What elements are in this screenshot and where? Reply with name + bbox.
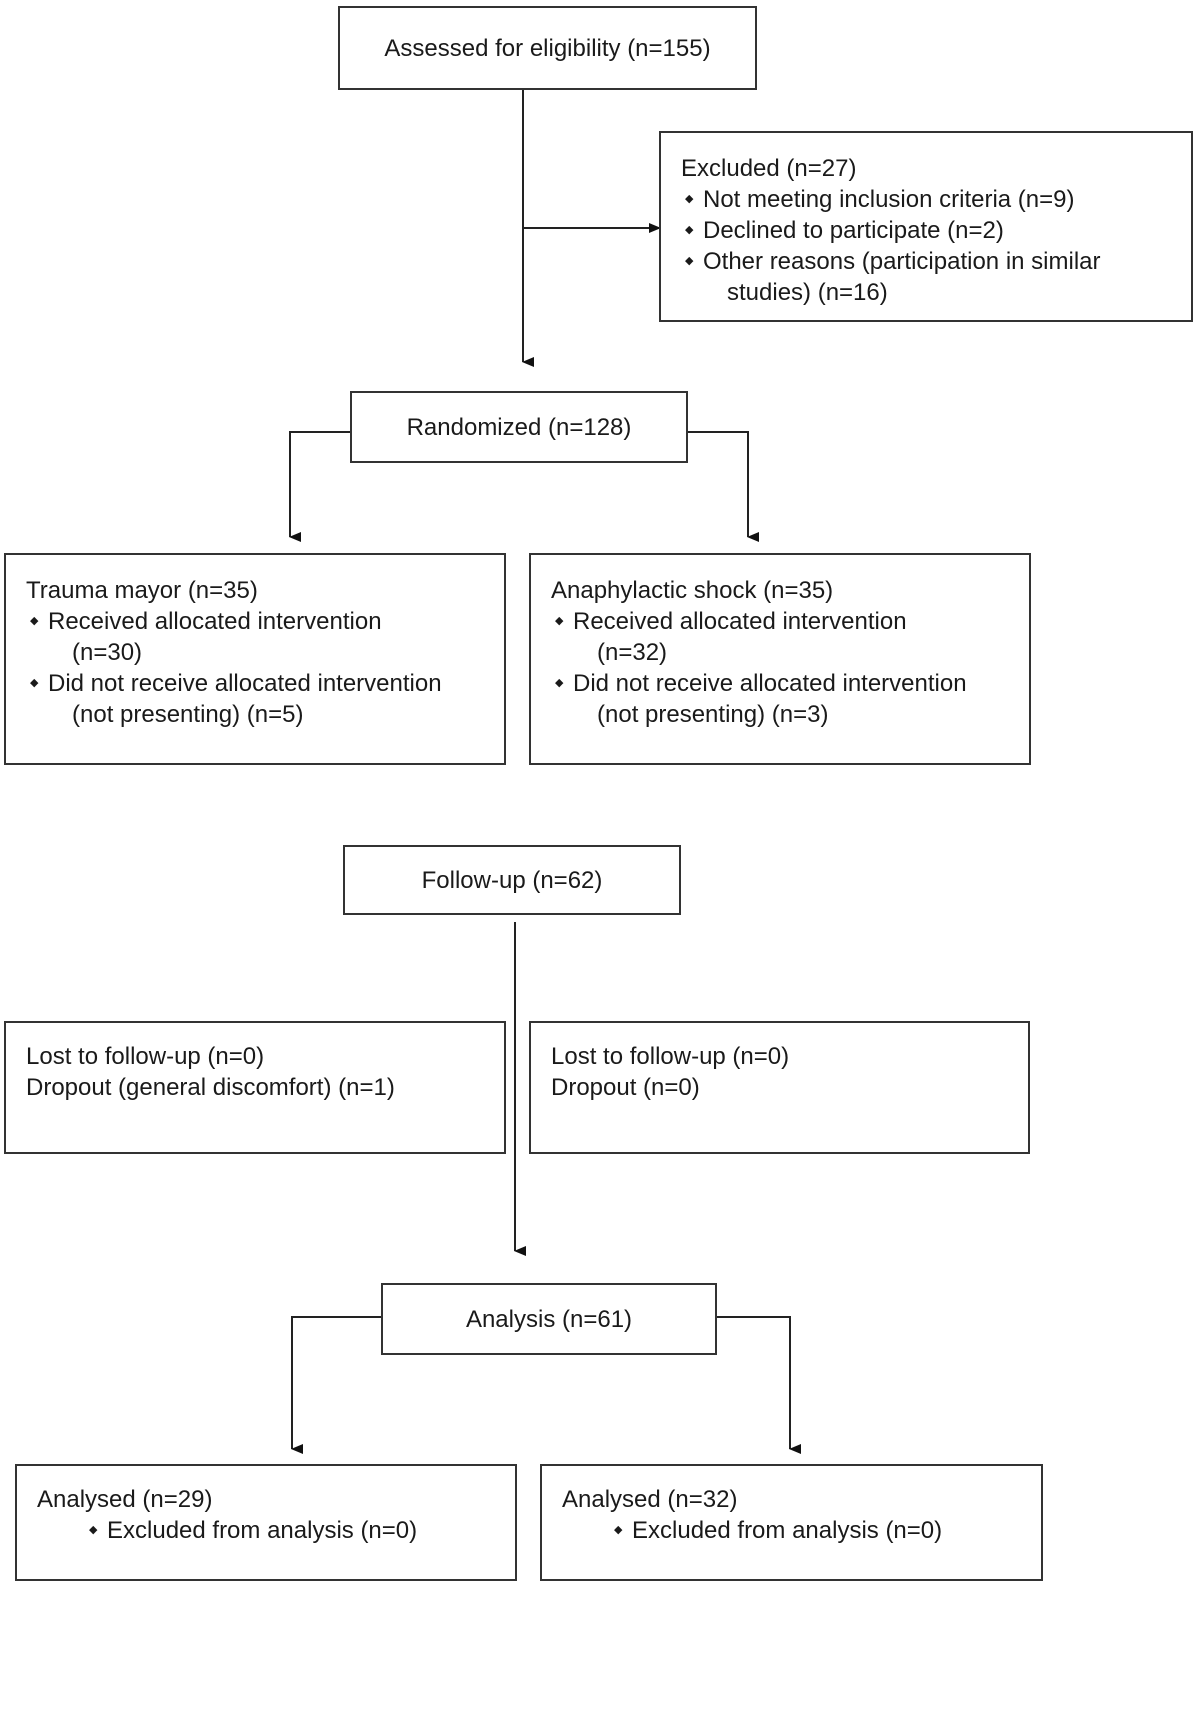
analysed-right-title: Analysed (n=32): [562, 1486, 738, 1513]
analysis-label: Analysis (n=61): [465, 1305, 633, 1333]
arm-right-box: Anaphylactic shock (n=35) Received alloc…: [529, 553, 1031, 765]
analysed-right-item: Excluded from analysis (n=0): [610, 1515, 1021, 1546]
lost-left-line1: Lost to follow-up (n=0): [26, 1043, 265, 1070]
arm-right-title: Anaphylactic shock (n=35): [551, 577, 834, 604]
lost-left-box: Lost to follow-up (n=0) Dropout (general…: [4, 1021, 506, 1154]
arm-right-not-received-n: (not presenting) (n=3): [597, 701, 829, 728]
excluded-title: Excluded (n=27): [681, 155, 857, 182]
lost-left-line2: Dropout (general discomfort) (n=1): [26, 1074, 395, 1101]
arm-right-received-n: (n=32): [597, 639, 668, 666]
arm-left-not-received-n: (not presenting) (n=5): [72, 701, 304, 728]
excluded-box: Excluded (n=27) Not meeting inclusion cr…: [659, 131, 1193, 322]
arm-left-box: Trauma mayor (n=35) Received allocated i…: [4, 553, 506, 765]
randomized-label: Randomized (n=128): [406, 413, 632, 441]
assessed-label: Assessed for eligibility (n=155): [384, 34, 711, 62]
followup-label: Follow-up (n=62): [421, 866, 603, 894]
lost-right-line2: Dropout (n=0): [551, 1074, 700, 1101]
arm-right-not-received: Did not receive allocated intervention: [551, 668, 1009, 699]
analysed-left-item: Excluded from analysis (n=0): [85, 1515, 495, 1546]
followup-box: Follow-up (n=62): [343, 845, 681, 915]
arm-left-received: Received allocated intervention: [26, 606, 484, 637]
excluded-item-other: Other reasons (participation in similar: [681, 246, 1171, 277]
arm-left-not-received: Did not receive allocated intervention: [26, 668, 484, 699]
randomized-box: Randomized (n=128): [350, 391, 688, 463]
arm-right-received: Received allocated intervention: [551, 606, 1009, 637]
excluded-item-other-cont: studies) (n=16): [727, 279, 888, 306]
analysis-box: Analysis (n=61): [381, 1283, 717, 1355]
lost-right-box: Lost to follow-up (n=0) Dropout (n=0): [529, 1021, 1030, 1154]
lost-right-line1: Lost to follow-up (n=0): [551, 1043, 790, 1070]
arm-left-received-n: (n=30): [72, 639, 143, 666]
assessed-box: Assessed for eligibility (n=155): [338, 6, 757, 90]
analysed-left-box: Analysed (n=29) Excluded from analysis (…: [15, 1464, 517, 1581]
connector-randomized-right: [688, 431, 759, 542]
connector-randomized-left: [289, 431, 350, 542]
connector-analysis-left: [291, 1316, 381, 1454]
connector-analysis-right: [717, 1316, 801, 1454]
excluded-item-declined: Declined to participate (n=2): [681, 215, 1171, 246]
excluded-item-criteria: Not meeting inclusion criteria (n=9): [681, 184, 1171, 215]
analysed-right-box: Analysed (n=32) Excluded from analysis (…: [540, 1464, 1043, 1581]
analysed-left-title: Analysed (n=29): [37, 1486, 213, 1513]
arm-left-title: Trauma mayor (n=35): [26, 577, 258, 604]
